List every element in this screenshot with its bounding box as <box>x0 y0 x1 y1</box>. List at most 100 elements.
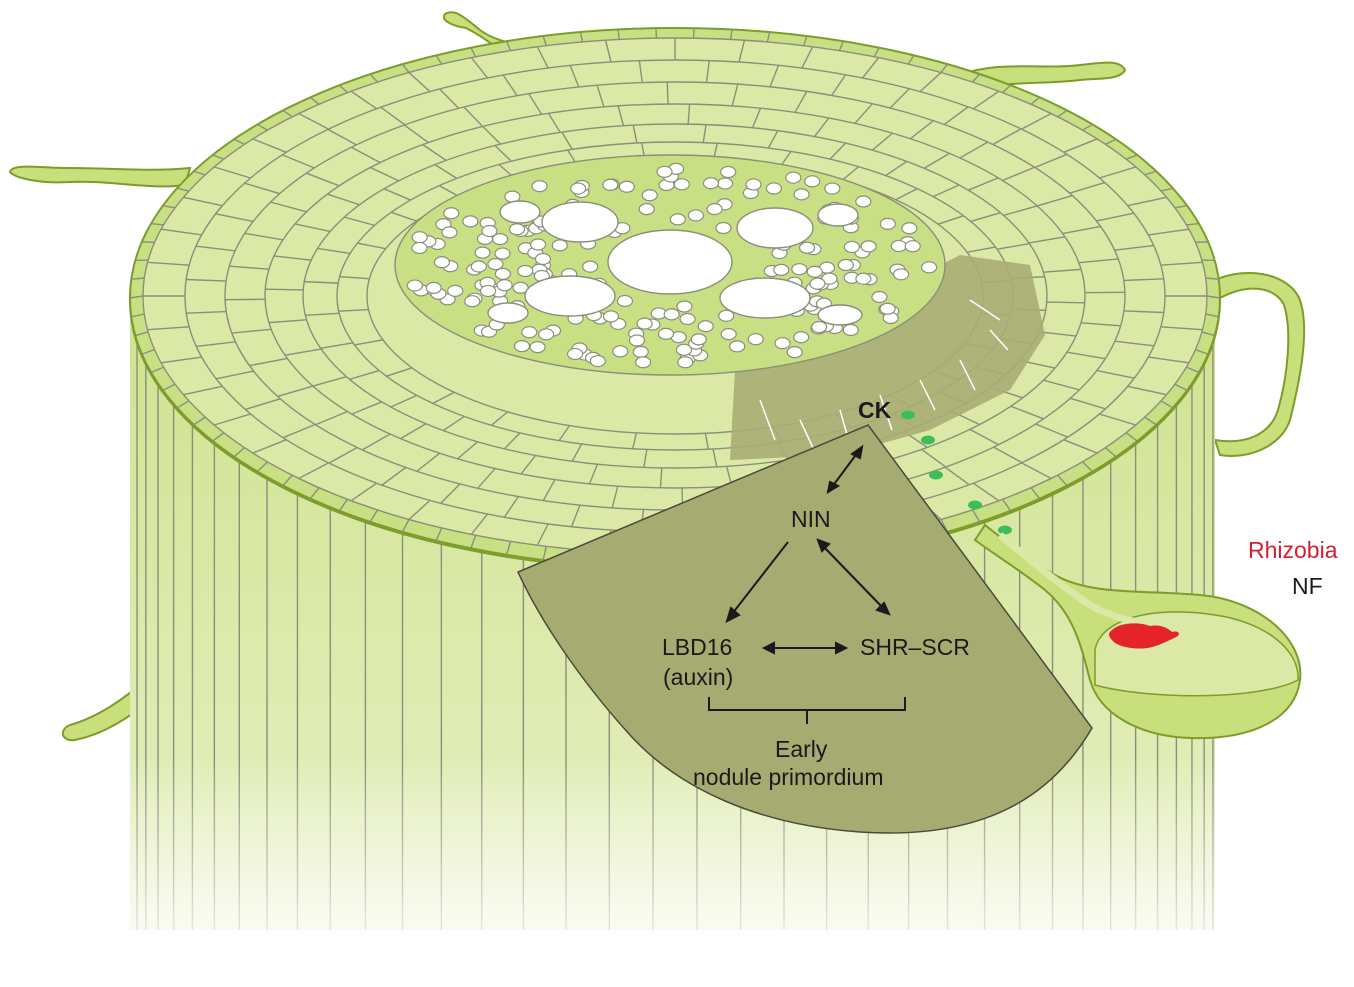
stele-cell <box>495 268 510 279</box>
stele-cell <box>707 204 722 215</box>
stele-cell <box>676 344 691 355</box>
label-early: Early <box>775 736 828 762</box>
stele-cell <box>412 232 427 243</box>
signal-dot <box>921 436 935 445</box>
stele-cell <box>509 224 524 235</box>
root-hair-left <box>10 167 190 187</box>
stele-cell <box>613 346 628 357</box>
stele-cell <box>590 356 605 367</box>
stele-cell <box>880 218 895 229</box>
xylem-vessel <box>500 201 540 223</box>
stele-cell <box>680 313 695 324</box>
stele-cell <box>844 241 859 252</box>
stele-cell <box>902 223 917 234</box>
stele-cell <box>482 226 497 237</box>
stele-cell <box>465 296 480 307</box>
stele-cell <box>471 261 486 272</box>
stele-cell <box>794 189 809 200</box>
stele-cell <box>721 329 736 340</box>
stele-cell <box>677 301 692 312</box>
stele-cell <box>657 166 672 177</box>
stele-cell <box>444 208 459 219</box>
stele-cell <box>891 241 906 252</box>
xylem-vessel <box>818 204 858 226</box>
stele-cell <box>775 338 790 349</box>
xylem-vessel <box>542 202 618 242</box>
stele-cell <box>825 183 840 194</box>
stele-cell <box>856 196 871 207</box>
stele-cell <box>658 328 673 339</box>
stele-cell <box>880 303 895 314</box>
stele-cell <box>636 357 651 368</box>
stele-cell <box>535 253 550 264</box>
stele-cell <box>552 240 567 251</box>
label-nodule-primordium: nodule primordium <box>693 764 883 790</box>
xylem-vessel <box>488 303 528 323</box>
stele-cell <box>530 342 545 353</box>
stele-cell <box>872 291 887 302</box>
stele-cell <box>721 166 736 177</box>
stele-cell <box>619 181 634 192</box>
stele-cell <box>746 179 761 190</box>
stele-cell <box>531 239 546 250</box>
stele-cell <box>481 285 496 296</box>
stele-cell <box>703 178 718 189</box>
stele-cell <box>792 264 807 275</box>
stele-cell <box>766 183 781 194</box>
xylem-vessel <box>818 305 862 325</box>
stele-cell <box>805 176 820 187</box>
stele-cell <box>843 325 858 336</box>
root-hair-right <box>1215 273 1304 456</box>
stele-cell <box>838 260 853 271</box>
vascular-stele <box>395 155 945 375</box>
stele-cell <box>475 247 490 258</box>
stele-cell <box>664 309 679 320</box>
stele-cell <box>691 334 706 345</box>
label-ck: CK <box>858 397 892 423</box>
stele-cell <box>495 248 510 259</box>
metaxylem-center <box>608 230 732 294</box>
stele-cell <box>670 214 685 225</box>
stele-cell <box>633 346 648 357</box>
stele-cell <box>571 183 586 194</box>
stele-cell <box>812 322 827 333</box>
stele-cell <box>794 332 809 343</box>
label-nin: NIN <box>791 506 831 532</box>
stele-cell <box>426 282 441 293</box>
stele-cell <box>774 264 789 275</box>
stele-cell <box>603 311 618 322</box>
stele-cell <box>407 280 422 291</box>
stele-cell <box>442 227 457 238</box>
label-lbd16: LBD16 <box>662 634 732 660</box>
signal-dot <box>998 526 1012 535</box>
stele-cell <box>539 329 554 340</box>
stele-cell <box>603 179 618 190</box>
stele-cell <box>688 210 703 221</box>
stele-cell <box>861 241 876 252</box>
stele-cell <box>583 261 598 272</box>
xylem-vessel <box>720 278 810 318</box>
stele-cell <box>497 280 512 291</box>
label-rhizobia: Rhizobia <box>1248 537 1338 563</box>
stele-cell <box>568 348 583 359</box>
stele-cell <box>434 257 449 268</box>
stele-cell <box>448 285 463 296</box>
stele-cell <box>698 321 713 332</box>
xylem-vessel <box>737 208 813 248</box>
stele-cell <box>488 259 503 270</box>
stele-cell <box>748 334 763 345</box>
stele-cell <box>787 347 802 358</box>
stele-cell <box>617 296 632 307</box>
label-nf: NF <box>1292 573 1323 599</box>
stele-cell <box>905 241 920 252</box>
stele-cell <box>894 269 909 280</box>
xylem-vessel <box>525 276 615 316</box>
stele-cell <box>810 278 825 289</box>
stele-cell <box>716 223 731 234</box>
stele-cell <box>522 327 537 338</box>
stele-cell <box>678 357 693 368</box>
signal-dot <box>968 501 982 510</box>
stele-cell <box>922 262 937 273</box>
stele-cell <box>412 242 427 253</box>
label-shr-scr: SHR–SCR <box>860 634 970 660</box>
